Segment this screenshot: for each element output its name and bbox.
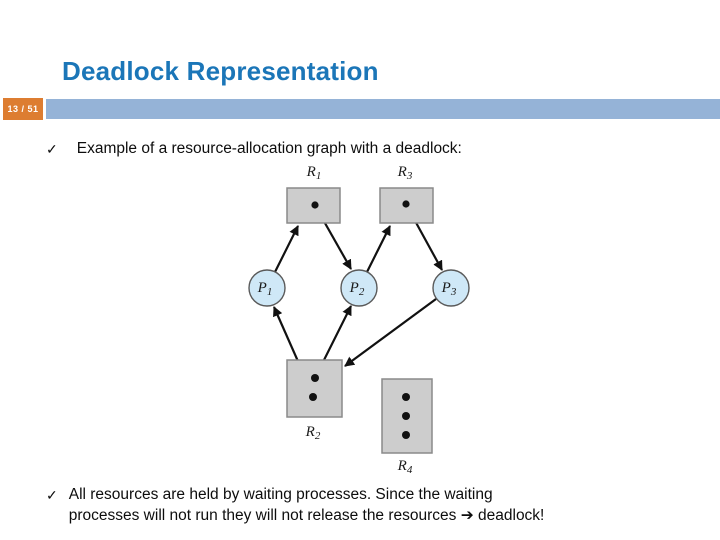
checkmark-icon: ✓ bbox=[46, 141, 58, 157]
label-r4: R4 bbox=[397, 458, 413, 476]
label-p2: P2 bbox=[349, 280, 365, 298]
label-r2: R2 bbox=[305, 424, 321, 442]
label-p1: P1 bbox=[257, 280, 273, 298]
page-number-badge: 13 / 51 bbox=[3, 98, 43, 120]
resource-allocation-graph: R1 R3 P1 P2 P3 R2 R4 bbox=[230, 160, 475, 482]
bullet-example-text: Example of a resource-allocation graph w… bbox=[76, 140, 462, 157]
label-r3: R3 bbox=[397, 164, 413, 182]
bullet-example: ✓ Example of a resource-allocation graph… bbox=[46, 138, 686, 160]
page-title: Deadlock Representation bbox=[62, 56, 379, 86]
resource-box-r2 bbox=[286, 359, 343, 418]
process-circle-p3 bbox=[432, 269, 470, 307]
r1-instance-dot bbox=[311, 201, 319, 209]
r4-instance-dot-2 bbox=[402, 412, 410, 420]
process-circle-p2 bbox=[340, 269, 378, 307]
resource-box-r4 bbox=[381, 378, 433, 454]
bullet-conclusion: ✓ All resources are held by waiting proc… bbox=[46, 484, 712, 526]
label-p3: P3 bbox=[441, 280, 457, 298]
process-circle-p1 bbox=[248, 269, 286, 307]
checkmark-icon: ✓ bbox=[46, 487, 58, 503]
header-divider-bar bbox=[46, 99, 720, 119]
r2-instance-dot-1 bbox=[311, 374, 319, 382]
edge-p3-to-r2 bbox=[344, 298, 437, 367]
edge-p2-to-r3 bbox=[366, 225, 391, 273]
r4-instance-dot-1 bbox=[402, 393, 410, 401]
edge-p1-to-r1 bbox=[274, 225, 299, 273]
bullet-conclusion-text: All resources are held by waiting proces… bbox=[69, 484, 545, 526]
r4-instance-dot-3 bbox=[402, 431, 410, 439]
label-r1: R1 bbox=[306, 164, 322, 182]
bullet-conclusion-line2: processes will not run they will not rel… bbox=[68, 507, 545, 524]
bullet-conclusion-line1: All resources are held by waiting proces… bbox=[68, 486, 493, 503]
r3-instance-dot bbox=[402, 200, 410, 208]
r2-instance-dot-2 bbox=[309, 393, 317, 401]
